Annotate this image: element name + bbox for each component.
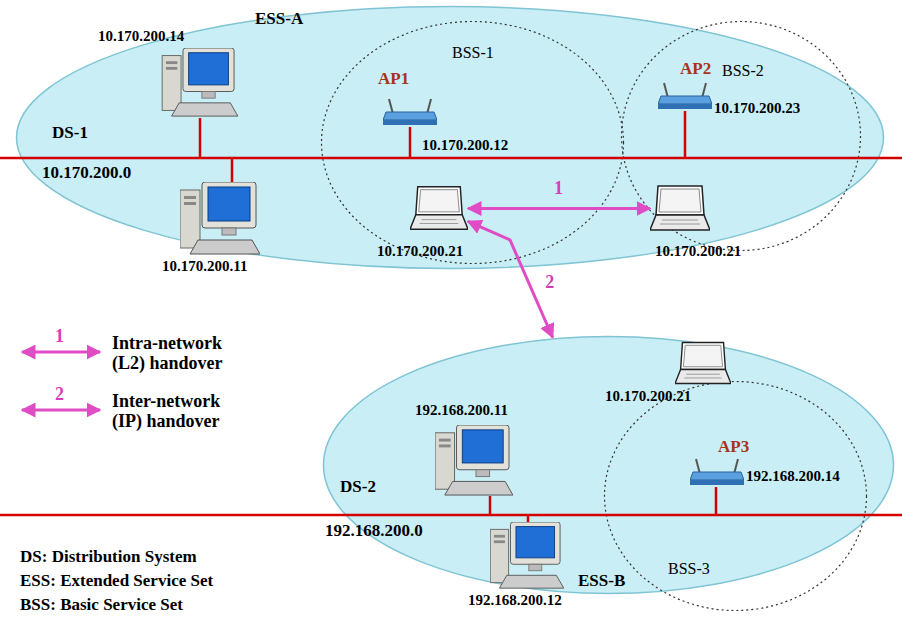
network-device: AP3192.168.200.14 xyxy=(690,458,744,488)
network-device: 10.170.200.21 xyxy=(410,185,468,232)
network-device: 10.170.200.11 xyxy=(180,182,260,256)
legend-arrow xyxy=(22,409,100,412)
pc-icon xyxy=(180,182,260,254)
network-device: 10.170.200.21 xyxy=(675,341,731,386)
drop-wire xyxy=(489,496,492,515)
callout-number: 1 xyxy=(55,327,64,347)
pc-icon xyxy=(435,425,513,495)
drop-wire xyxy=(409,127,412,158)
legend-arrow xyxy=(22,351,100,354)
ds-line xyxy=(0,514,902,517)
ap-name: AP3 xyxy=(718,438,749,457)
laptop-icon xyxy=(675,343,731,384)
text-label: ESS: Extended Service Set xyxy=(20,572,213,591)
pc-icon xyxy=(162,48,238,116)
legend-text: Intra-network (L2) handover xyxy=(112,334,252,374)
text-label: DS-2 xyxy=(340,478,376,497)
ip-address: 10.170.200.11 xyxy=(162,258,247,275)
ess-region: ESS-A10.170.200.14BSS-1AP110.170.200.121… xyxy=(15,5,885,270)
ip-address: 10.170.200.14 xyxy=(98,28,184,45)
bss-area: BSS-1AP110.170.200.1210.170.200.21 xyxy=(320,20,625,265)
set-name: BSS-3 xyxy=(668,560,710,578)
legend-text: Inter-network (IP) handover xyxy=(112,392,252,432)
ess-ellipse xyxy=(324,337,894,594)
callout-number: 2 xyxy=(545,273,554,293)
ip-address: 10.170.200.12 xyxy=(422,137,508,154)
text-label: 10.170.200.0 xyxy=(42,164,131,183)
bss-circle xyxy=(622,22,861,251)
text-label: DS: Distribution System xyxy=(20,548,197,567)
ip-address: 192.168.200.11 xyxy=(415,402,508,419)
set-name: BSS-2 xyxy=(722,62,764,80)
set-name: ESS-B xyxy=(578,572,625,591)
bss-circle xyxy=(322,22,624,264)
ip-address: 10.170.200.21 xyxy=(655,243,741,260)
text-label: 192.168.200.0 xyxy=(325,522,423,541)
ap-name: AP1 xyxy=(378,70,409,89)
network-device: 192.168.200.12 xyxy=(490,522,564,590)
text-label: BSS: Basic Service Set xyxy=(20,596,183,615)
ip-address: 10.170.200.21 xyxy=(605,388,691,405)
drop-wire xyxy=(684,111,687,158)
ip-address: 10.170.200.21 xyxy=(377,243,463,260)
text-label: DS-1 xyxy=(52,124,88,143)
network-device: 10.170.200.21 xyxy=(650,185,710,232)
drop-wire xyxy=(231,158,234,184)
handover-arrow xyxy=(468,207,650,210)
laptop-icon xyxy=(650,186,710,230)
callout-number: 2 xyxy=(55,385,64,405)
ap-name: AP2 xyxy=(680,60,711,79)
laptop-icon xyxy=(410,187,468,230)
ds-line xyxy=(0,157,902,160)
set-name: ESS-A xyxy=(255,10,303,29)
ess-ellipse xyxy=(17,7,884,269)
ip-address: 10.170.200.23 xyxy=(714,100,800,117)
pc-icon xyxy=(490,522,564,588)
drop-wire xyxy=(715,487,718,515)
ess-region: ESS-B 192.168.200.11BSS-3 10.170.200.21AP3… xyxy=(322,335,895,595)
network-device: AP110.170.200.12 xyxy=(383,98,437,128)
drop-wire xyxy=(199,118,202,158)
bss-circle xyxy=(620,20,862,252)
bss-area: BSS-310.170.200.21AP3192.168.200.14 xyxy=(603,380,868,612)
callout-number: 1 xyxy=(554,179,563,199)
ip-address: 192.168.200.12 xyxy=(468,592,562,609)
ess-ellipse xyxy=(322,335,895,595)
bss-area: BSS-2AP210.170.200.2310.170.200.21 xyxy=(620,20,862,252)
bss-circle xyxy=(603,380,868,612)
ip-address: 192.168.200.14 xyxy=(746,468,840,485)
set-name: BSS-1 xyxy=(452,44,494,62)
bss-circle xyxy=(605,382,867,611)
network-device: 10.170.200.14 xyxy=(160,48,240,118)
legend-samples xyxy=(22,352,100,410)
network-device: AP210.170.200.23 xyxy=(658,82,712,112)
network-device: 192.168.200.11 xyxy=(435,425,513,497)
